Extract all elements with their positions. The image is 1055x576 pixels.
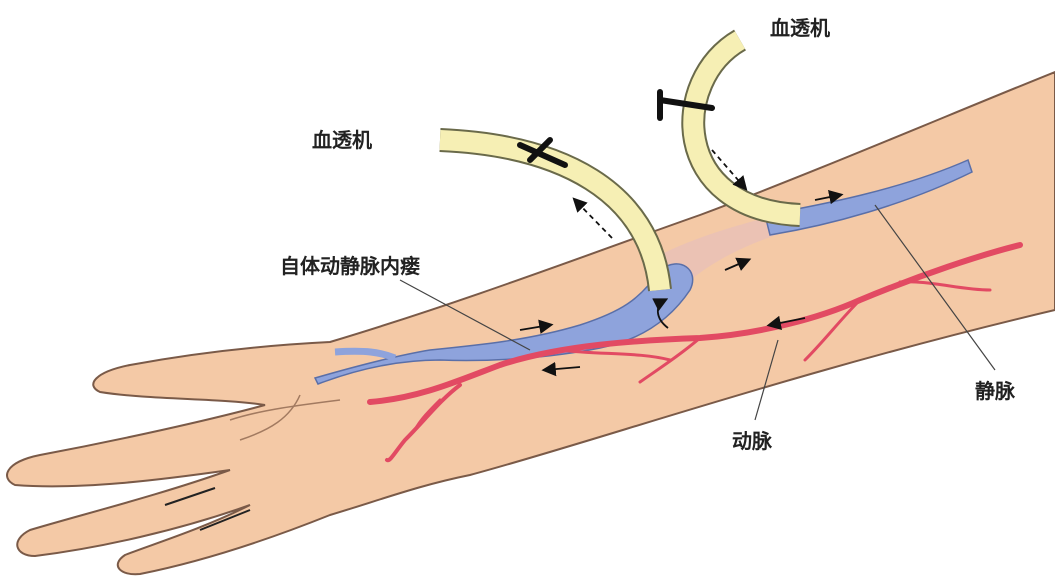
tube-right-fill (683, 31, 801, 225)
tube-left-fill (439, 130, 670, 292)
label-av-fistula: 自体动静脉内瘘 (280, 254, 420, 278)
artery (367, 242, 1023, 463)
label-artery: 动脉 (732, 429, 772, 453)
flow-arrows (519, 149, 844, 377)
vein (313, 263, 694, 385)
clamp-icon (517, 89, 715, 168)
label-dialysis-machine-left: 血透机 (312, 128, 372, 152)
label-dialysis-machine-right: 血透机 (770, 16, 830, 40)
palm-crease (229, 399, 341, 421)
arm (6, 70, 1055, 576)
label-vein: 静脉 (975, 379, 1015, 403)
vein-branch (334, 347, 397, 362)
vein-upper (764, 158, 973, 236)
fistula-segment (660, 215, 785, 285)
palm-crease (239, 394, 301, 441)
leader-lines (399, 204, 996, 421)
finger-line (199, 509, 251, 531)
finger-line (164, 487, 216, 506)
